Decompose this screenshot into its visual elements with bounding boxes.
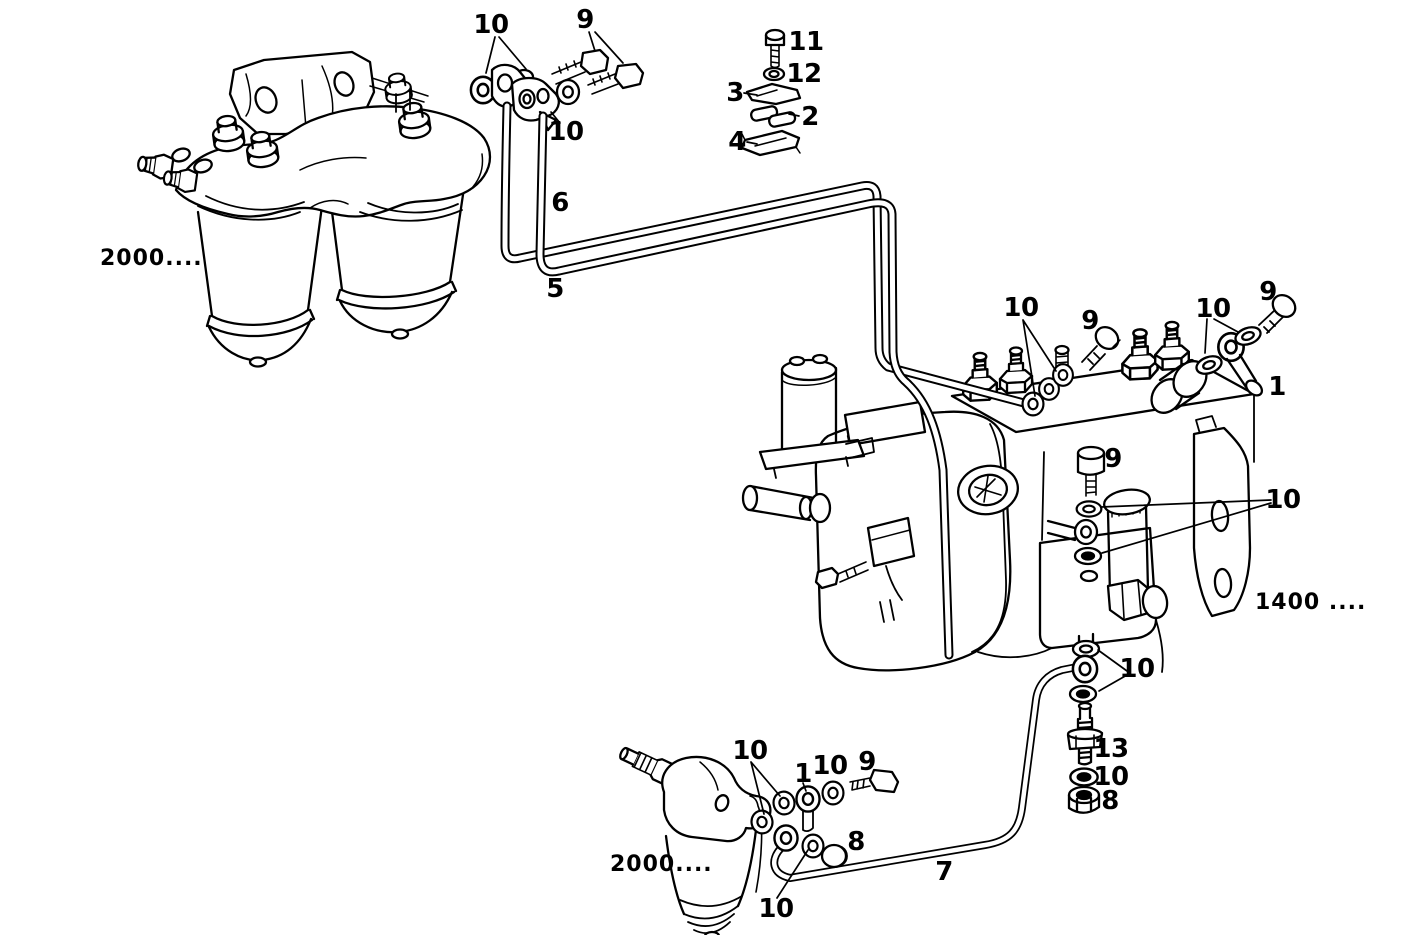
callout-pump-bottom-seal-washers: 10	[1119, 654, 1155, 684]
pipe-clamp-parts	[740, 28, 802, 157]
callout-pump-inlet-seal-washers: 10	[1003, 293, 1039, 323]
callout-pump-side-banjo-bolt: 9	[1104, 444, 1122, 474]
injection-pump	[741, 320, 1256, 673]
fuel-prefilter-bottom	[619, 746, 772, 935]
callout-fuel-return-pipe: 6	[551, 188, 569, 218]
callout-filter-outlet-seal-washers: 10	[473, 10, 509, 40]
callout-prefilter-upper-washer: 10	[812, 751, 848, 781]
filter-outlet-fitting-group	[469, 48, 645, 132]
assembly-label-injection-pump: 1400 ....	[1255, 590, 1367, 615]
callout-overflow-seal-washers: 10	[1195, 294, 1231, 324]
callout-prefilter-seal-washers: 10	[732, 736, 768, 766]
callout-prefilter-lower-washer: 10	[758, 894, 794, 924]
callout-clamp-upper-half: 3	[726, 78, 744, 108]
callout-overflow-banjo-union: 1	[1268, 372, 1286, 402]
callout-pump-inlet-banjo-bolt: 9	[1081, 306, 1099, 336]
callout-filter-outlet-lower-washer: 10	[548, 117, 584, 147]
callout-prefilter-banjo-union: 1	[794, 759, 812, 789]
fuel-filter-assembly-top	[137, 50, 492, 368]
pump-inlet-fitting-group	[1021, 325, 1121, 417]
pump-side-fitting-group	[1046, 445, 1106, 566]
overflow-fitting-group	[1192, 293, 1297, 397]
callout-clamp-bolt: 11	[788, 27, 824, 57]
callout-fuel-supply-pipe: 5	[546, 274, 564, 304]
callout-check-valve-seal-washer: 10	[1093, 762, 1129, 792]
callout-overflow-banjo-bolt: 9	[1259, 277, 1277, 307]
assembly-label-fuel-filter-top: 2000....	[100, 246, 203, 271]
fuel-pipes	[500, 101, 1029, 660]
assembly-label-fuel-prefilter: 2000....	[610, 852, 713, 877]
callout-clamp-lock-washer: 12	[786, 59, 822, 89]
callout-clamp-pipe-section: 2	[801, 102, 819, 132]
callout-check-valve-nut: 8	[1101, 786, 1119, 816]
callout-filter-outlet-banjo-bolts: 9	[576, 5, 594, 35]
callout-prefilter-plug: 8	[847, 827, 865, 857]
callout-prefilter-banjo-bolt: 9	[858, 747, 876, 777]
callout-pump-side-seal-washers: 10	[1265, 485, 1301, 515]
callout-check-valve-fitting: 13	[1093, 734, 1129, 764]
pump-bottom-fitting-group	[1066, 639, 1104, 814]
callout-prefilter-to-pump-pipe: 7	[935, 857, 953, 887]
callout-clamp-lower-half: 4	[728, 127, 746, 157]
prefilter-fitting-group	[748, 768, 900, 869]
leader-lines	[485, 31, 1272, 899]
